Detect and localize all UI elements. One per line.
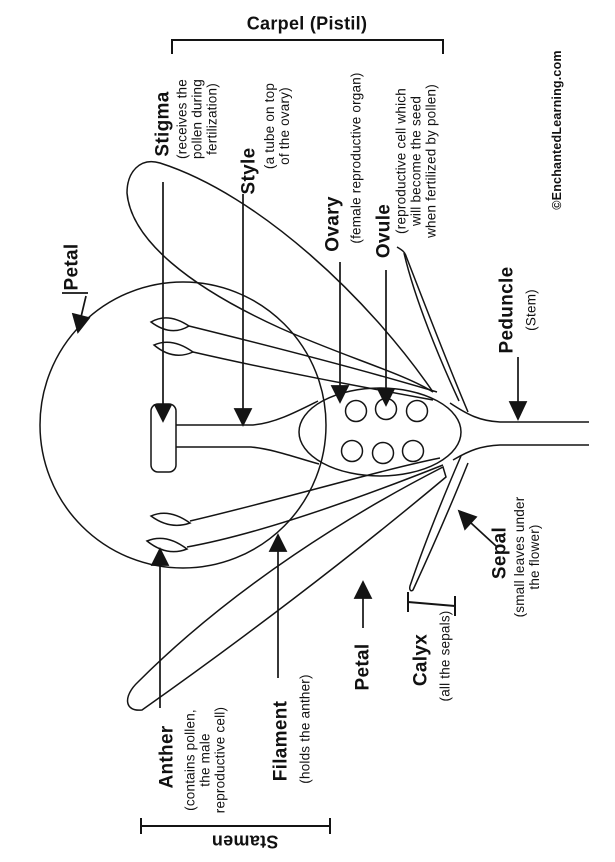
ovule-circle xyxy=(340,439,364,463)
ovule-sublabel: (reproductive cell which will become the… xyxy=(394,84,439,238)
filament-line xyxy=(186,464,444,548)
ovary-sublabel: (female reproductive organ) xyxy=(349,72,364,243)
pointer-arrows xyxy=(62,182,528,708)
peduncle-label: Peduncle xyxy=(497,267,518,354)
sepal-sublabel-line: (small leaves under xyxy=(512,496,527,618)
anther-sublabel-line: (contains pollen, xyxy=(182,709,198,811)
stamen-label: Stamen xyxy=(212,831,279,852)
anther-shape xyxy=(149,512,192,527)
peduncle-label-text: Peduncle xyxy=(496,266,518,354)
style-sublabel-line: (a tube on top xyxy=(262,82,277,170)
ovary-arrowhead-icon xyxy=(330,385,350,404)
calyx-label: Calyx xyxy=(411,634,432,686)
style-label-text: Style xyxy=(238,147,260,195)
stigma-sublabel-line: fertilization) xyxy=(204,83,220,155)
style-label: Style xyxy=(239,148,260,195)
petal-bottom-label: Petal xyxy=(353,644,374,691)
ovule-sublabel-line: (reproductive cell which xyxy=(393,88,409,234)
peduncle-sublabel: (Stem) xyxy=(524,289,539,331)
style-tube-bottom-line xyxy=(176,446,320,465)
filament-line xyxy=(192,351,434,401)
anther-shape xyxy=(152,341,195,356)
petal-left-arrowhead-icon xyxy=(71,312,91,334)
petal-left-label-text: Petal xyxy=(61,243,83,291)
watermark: ©EnchantedLearning.com xyxy=(548,50,566,209)
carpel-bracket xyxy=(171,39,444,54)
anther-label-text: Anther xyxy=(156,725,178,789)
sepal-label-text: Sepal xyxy=(489,526,511,580)
carpel-pistil-label-text: Carpel (Pistil) xyxy=(246,13,368,34)
style-sublabel-line: of the ovary) xyxy=(277,87,292,165)
stigma-label-text: Stigma xyxy=(152,91,174,157)
ovule-label-text: Ovule xyxy=(373,203,395,259)
carpel-pistil-label: Carpel (Pistil) xyxy=(247,14,368,35)
calyx-label-text: Calyx xyxy=(410,633,432,687)
petal-left-arrow xyxy=(62,292,88,318)
stem-top-line xyxy=(449,402,589,423)
sepal-arrowhead-icon xyxy=(457,509,478,531)
sepal-sublabel-line: the flower) xyxy=(527,524,542,590)
stem-bottom-line xyxy=(452,444,589,461)
anther-arrowhead-icon xyxy=(150,547,170,566)
filament-line xyxy=(188,325,438,393)
ovule-label: Ovule xyxy=(374,204,395,258)
round-petal-outline xyxy=(39,281,327,569)
petal-left-label: Petal xyxy=(62,244,83,291)
anther-shape xyxy=(149,317,191,332)
upper-sepal-outline xyxy=(396,246,469,413)
ovary-outline xyxy=(298,387,462,477)
upper-petal-outline xyxy=(126,160,434,393)
stamen-bracket xyxy=(140,818,331,834)
stigma-sublabel: (receives the pollen during fertilizatio… xyxy=(175,79,220,159)
stigma-sublabel-line: pollen during xyxy=(189,79,205,159)
calyx-bracket xyxy=(407,592,456,616)
petal-bottom-label-text: Petal xyxy=(352,643,374,691)
anther-sublabel: (contains pollen, the male reproductive … xyxy=(183,707,228,813)
filament-label: Filament xyxy=(271,701,292,782)
ovary-label-text: Ovary xyxy=(322,196,344,252)
style-arrowhead-icon xyxy=(233,408,253,427)
ovule-circle xyxy=(371,441,395,465)
calyx-sublabel: (all the sepals) xyxy=(438,611,453,702)
style-tube-top-line xyxy=(176,400,319,426)
ovary-label: Ovary xyxy=(323,196,344,251)
stigma-sublabel-line: (receives the xyxy=(174,79,190,159)
filament-arrowhead-icon xyxy=(268,533,288,552)
ovule-sublabel-line: will become the seed xyxy=(408,95,424,227)
anther-sublabel-line: reproductive cell) xyxy=(212,706,228,814)
style-sublabel: (a tube on top of the ovary) xyxy=(262,83,292,169)
sepal-label: Sepal xyxy=(490,527,511,579)
filament-sublabel-line: (holds the anther) xyxy=(297,674,313,784)
sepal-sublabel: (small leaves under the flower) xyxy=(512,497,542,618)
peduncle-sublabel-line: (Stem) xyxy=(523,289,539,331)
lower-sepal-outline xyxy=(409,455,469,592)
anther-shape xyxy=(145,537,189,553)
ovule-circle xyxy=(401,439,425,463)
filament-label-text: Filament xyxy=(270,700,292,782)
anther-sublabel-line: the male xyxy=(197,733,213,787)
calyx-sublabel-line: (all the sepals) xyxy=(437,610,453,702)
ovule-arrowhead-icon xyxy=(376,388,396,407)
brackets xyxy=(140,39,456,834)
ovule-sublabel-line: when fertilized by pollen) xyxy=(423,84,439,238)
stigma-arrowhead-icon xyxy=(153,404,173,423)
upper-sepal-outline xyxy=(403,252,460,402)
ovule-circle xyxy=(344,399,368,423)
ovule-circle xyxy=(405,399,429,423)
stamen-label-text: Stamen xyxy=(211,831,279,852)
lower-petal-outline xyxy=(126,465,447,711)
peduncle-arrowhead-icon xyxy=(508,401,528,421)
petal-bottom-arrowhead-icon xyxy=(353,580,373,599)
filament-line xyxy=(189,457,441,522)
sepal-arrow xyxy=(470,522,497,547)
stigma-label: Stigma xyxy=(153,91,174,156)
anther-label: Anther xyxy=(157,725,178,788)
watermark-text: ©EnchantedLearning.com xyxy=(550,50,564,210)
filament-sublabel: (holds the anther) xyxy=(298,674,313,783)
ovary-sublabel-line: (female reproductive organ) xyxy=(348,72,364,244)
